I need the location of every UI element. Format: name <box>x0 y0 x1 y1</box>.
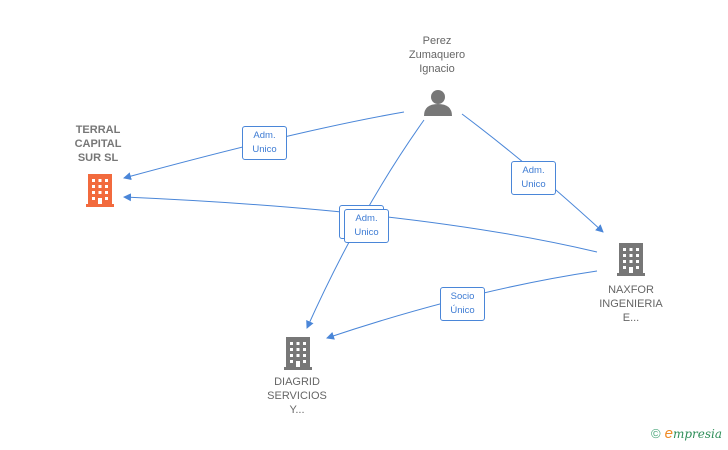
person-icon[interactable] <box>424 90 452 116</box>
role-badge: Adm. Unico <box>344 209 389 243</box>
company-name-diagrid[interactable]: DIAGRID SERVICIOS Y... <box>267 376 327 416</box>
copyright-symbol: © <box>651 426 661 441</box>
role-badge: Socio Único <box>440 287 485 321</box>
role-badge: Adm. Unico <box>242 126 287 160</box>
building-icon[interactable] <box>284 337 312 370</box>
edge-naxfor-terral <box>123 193 598 253</box>
building-icon[interactable] <box>617 243 645 276</box>
copyright-footer: ©empresia <box>651 425 722 442</box>
role-badge: Adm. Unico <box>511 161 556 195</box>
person-name[interactable]: Perez Zumaquero Ignacio <box>408 35 466 75</box>
brand-logo-text: mpresia <box>672 427 722 441</box>
building-icon[interactable] <box>86 174 114 207</box>
company-name-terral[interactable]: TERRAL CAPITAL SUR SL <box>74 124 122 164</box>
brand-logo-initial: e <box>664 425 673 442</box>
company-name-naxfor[interactable]: NAXFOR INGENIERIA E... <box>599 284 663 324</box>
